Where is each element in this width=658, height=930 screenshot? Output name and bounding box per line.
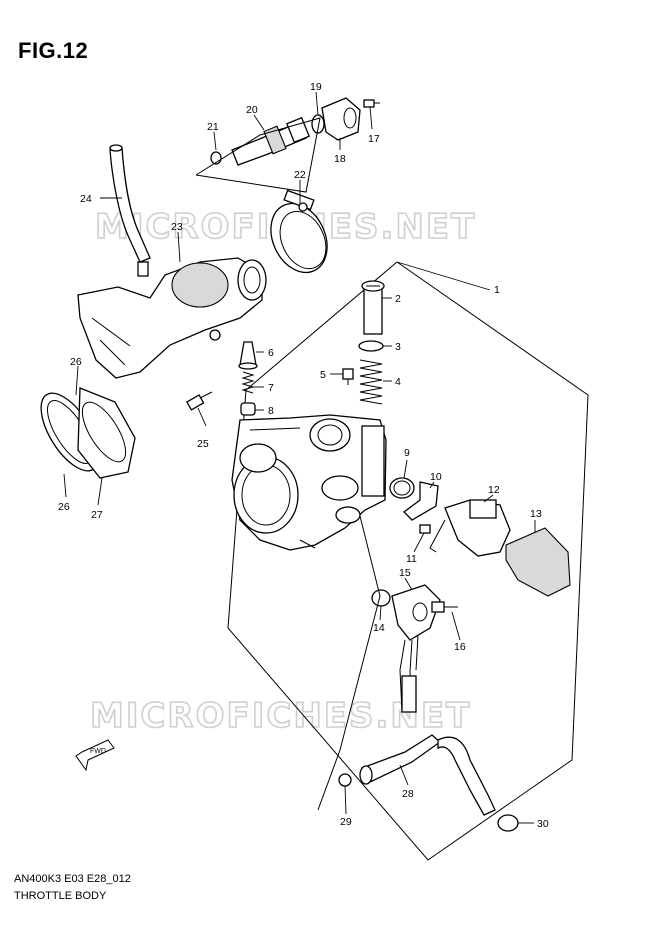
callout-4: 4 — [395, 376, 401, 388]
leader-lines — [63, 91, 536, 824]
diagram-code: AN400K3 E03 E28_012 — [14, 873, 131, 885]
plunger-stack — [342, 280, 385, 405]
callout-23: 23 — [171, 221, 183, 233]
callout-21: 21 — [207, 121, 219, 133]
callout-14: 14 — [373, 622, 385, 634]
fwd-label: FWD — [90, 748, 106, 755]
callout-15: 15 — [399, 567, 411, 579]
callout-24: 24 — [80, 193, 92, 205]
figure-title: FIG.12 — [18, 38, 89, 63]
assembly-outline — [227, 261, 589, 861]
callout-11: 11 — [406, 553, 417, 565]
diagram-description: THROTTLE BODY — [14, 890, 107, 902]
screw-25 — [186, 391, 213, 411]
callout-27: 27 — [91, 509, 103, 521]
lower-hose — [317, 515, 519, 832]
injector-parts — [195, 97, 380, 193]
callout-8: 8 — [268, 405, 274, 417]
callout-7: 7 — [268, 382, 274, 394]
callout-18: 18 — [334, 153, 346, 165]
callout-20: 20 — [246, 104, 258, 116]
throttle-body — [231, 414, 387, 551]
callouts: 1 2 3 4 5 6 7 8 9 10 11 12 13 14 15 16 1… — [58, 81, 549, 830]
callout-10: 10 — [430, 471, 442, 483]
callout-26-bottom: 26 — [58, 501, 70, 513]
callout-29: 29 — [340, 816, 352, 828]
callout-16: 16 — [454, 641, 466, 653]
callout-12: 12 — [488, 484, 500, 496]
callout-2: 2 — [395, 293, 401, 305]
oring-clip — [389, 477, 439, 534]
fwd-arrow: FWD — [75, 739, 115, 772]
callout-26-top: 26 — [70, 356, 82, 368]
callout-3: 3 — [395, 341, 401, 353]
tps-sensor — [371, 584, 458, 713]
callout-28: 28 — [402, 788, 414, 800]
callout-17: 17 — [368, 133, 380, 145]
callout-5: 5 — [320, 369, 326, 381]
intake-boot — [77, 257, 267, 379]
small-fasteners — [238, 341, 258, 416]
callout-9: 9 — [404, 447, 410, 459]
callout-13: 13 — [530, 508, 542, 520]
callout-22: 22 — [294, 169, 306, 181]
sensor-unit — [429, 499, 571, 597]
callout-6: 6 — [268, 347, 274, 359]
callout-19: 19 — [310, 81, 322, 93]
hose — [109, 144, 151, 263]
callout-1: 1 — [494, 284, 500, 296]
callout-30: 30 — [537, 818, 549, 830]
gaskets — [40, 387, 136, 479]
clamp-band — [270, 189, 328, 274]
callout-25: 25 — [197, 438, 209, 450]
